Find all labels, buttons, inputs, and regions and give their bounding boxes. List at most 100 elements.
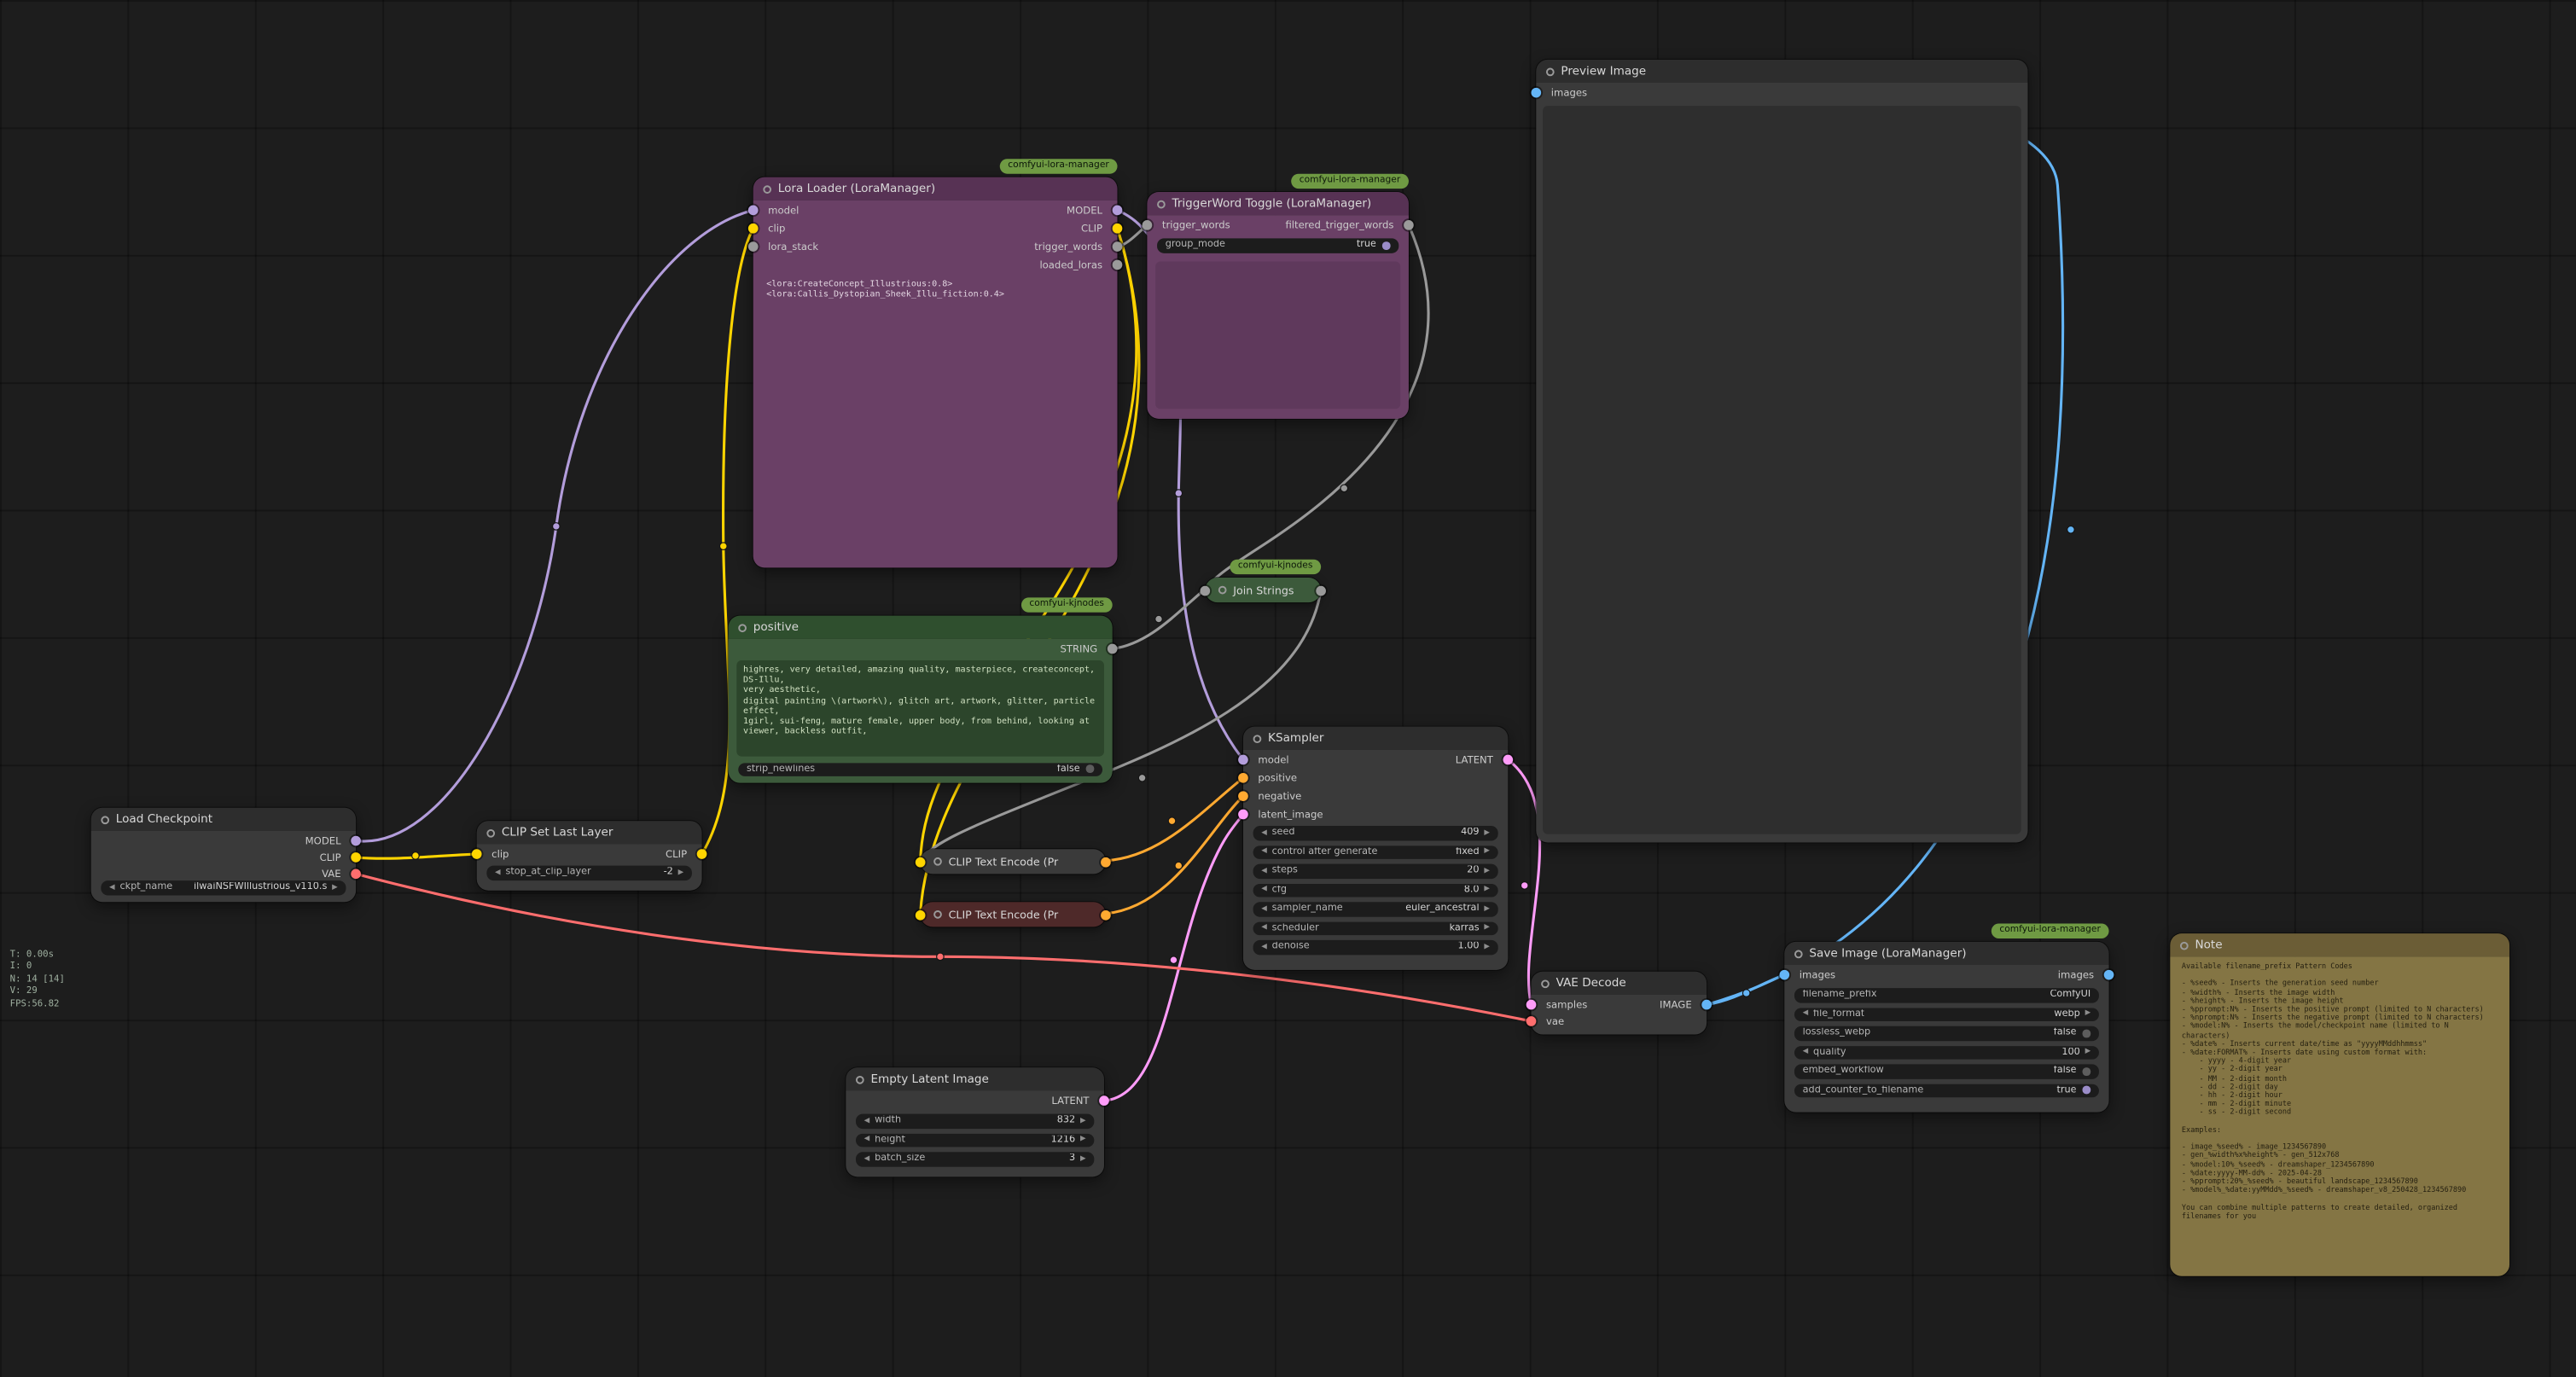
string-port-icon[interactable] (1112, 241, 1123, 252)
increment-arrow-icon[interactable]: ▶ (332, 883, 338, 892)
increment-arrow-icon[interactable]: ▶ (1484, 904, 1490, 914)
toggle-dot-icon[interactable] (1086, 765, 1095, 774)
output-slot-model[interactable]: MODEL (305, 833, 361, 849)
widget-ckpt-name[interactable]: ◀ ckpt_name ilwaiNSFWIllustrious_v110.s … (101, 880, 346, 895)
node-positive-prompt[interactable]: comfyui-kjnodes positive STRING highres,… (728, 597, 1118, 783)
loras-port-icon[interactable] (1112, 259, 1123, 270)
input-slot-negative[interactable]: negative (1238, 787, 1301, 804)
input-slot-latent-image[interactable]: latent_image (1238, 806, 1323, 822)
widget-filename-prefix[interactable]: filename_prefix ComfyUI (1794, 988, 2099, 1002)
node-ksampler[interactable]: KSampler model positive negative latent_… (1238, 726, 1514, 970)
model-port-icon[interactable] (1112, 205, 1123, 216)
increment-arrow-icon[interactable]: ▶ (1484, 943, 1490, 952)
widget-seed[interactable]: ◀ seed 409 ▶ (1253, 826, 1498, 840)
vae-port-icon[interactable] (1526, 1016, 1537, 1026)
widget-stop-at-clip-layer[interactable]: ◀ stop_at_clip_layer -2 ▶ (486, 865, 692, 880)
decrement-arrow-icon[interactable]: ◀ (1261, 924, 1267, 933)
widget-add-counter-to-filename[interactable]: add_counter_to_filename true (1794, 1083, 2099, 1098)
clip-port-icon[interactable] (696, 849, 707, 859)
positive-prompt-title-bar[interactable]: positive (728, 615, 1113, 639)
latent-port-icon[interactable] (1238, 809, 1248, 820)
decrement-arrow-icon[interactable]: ◀ (109, 883, 115, 892)
input-slot-vae[interactable]: vae (1526, 1013, 1564, 1029)
clip-set-last-layer-title-bar[interactable]: CLIP Set Last Layer (476, 821, 702, 845)
conditioning-port-icon[interactable] (1238, 791, 1248, 801)
collapse-dot-icon[interactable] (763, 184, 772, 194)
increment-arrow-icon[interactable]: ▶ (1484, 924, 1490, 933)
widget-sampler-name[interactable]: ◀ sampler_name euler_ancestral ▶ (1253, 902, 1498, 916)
collapse-dot-icon[interactable] (486, 828, 496, 837)
preview-image-title-bar[interactable]: Preview Image (1536, 59, 2028, 83)
collapsed-input-port-icon[interactable] (915, 856, 926, 867)
output-slot-clip[interactable]: CLIP (1081, 220, 1123, 236)
clip-port-icon[interactable] (747, 223, 759, 234)
widget-embed-workflow[interactable]: embed_workflow false (1794, 1064, 2099, 1078)
collapse-dot-icon[interactable] (1157, 199, 1166, 208)
decrement-arrow-icon[interactable]: ◀ (1802, 1048, 1809, 1057)
widget-lossless-webp[interactable]: lossless_webp false (1794, 1025, 2099, 1041)
increment-arrow-icon[interactable]: ▶ (677, 869, 684, 877)
load-checkpoint-title-bar[interactable]: Load Checkpoint (90, 807, 357, 831)
node-triggerword-toggle[interactable]: comfyui-lora-manager TriggerWord Toggle … (1142, 173, 1414, 419)
empty-latent-title-bar[interactable]: Empty Latent Image (846, 1067, 1104, 1091)
decrement-arrow-icon[interactable]: ◀ (1261, 943, 1267, 952)
note-title-bar[interactable]: Note (2170, 933, 2510, 957)
output-slot-clip[interactable]: CLIP (666, 845, 707, 862)
collapse-dot-icon[interactable] (738, 623, 747, 632)
widget-batch-size[interactable]: ◀ batch_size 3 ▶ (855, 1152, 1095, 1166)
increment-arrow-icon[interactable]: ▶ (1484, 867, 1490, 875)
model-port-icon[interactable] (1238, 754, 1248, 765)
increment-arrow-icon[interactable]: ▶ (1080, 1117, 1086, 1125)
widget-strip-newlines[interactable]: strip_newlines false (738, 762, 1103, 776)
collapsed-output-port-icon[interactable] (1101, 856, 1111, 867)
output-slot-loaded-loras[interactable]: loaded_loras (1039, 257, 1123, 273)
decrement-arrow-icon[interactable]: ◀ (1261, 904, 1267, 914)
output-slot-clip[interactable]: CLIP (320, 849, 361, 865)
save-image-title-bar[interactable]: Save Image (LoraManager) (1784, 941, 2109, 966)
decrement-arrow-icon[interactable]: ◀ (495, 869, 501, 877)
lora-loader-title-bar[interactable]: Lora Loader (LoraManager) (753, 177, 1118, 200)
collapse-dot-icon[interactable] (1794, 949, 1803, 958)
output-slot-filtered-trigger-words[interactable]: filtered_trigger_words (1285, 217, 1414, 233)
decrement-arrow-icon[interactable]: ◀ (1261, 847, 1267, 857)
prompt-text-area[interactable]: highres, very detailed, amazing quality,… (736, 660, 1104, 757)
node-note[interactable]: Note Available filename_prefix Pattern C… (2170, 933, 2510, 1276)
input-slot-clip[interactable]: clip (747, 220, 785, 236)
input-slot-positive[interactable]: positive (1238, 770, 1297, 786)
node-vae-decode[interactable]: VAE Decode samples vae IMAGE (1526, 971, 1712, 1035)
clip-port-icon[interactable] (471, 849, 482, 859)
collapse-dot-icon[interactable] (855, 1075, 864, 1084)
input-slot-images[interactable]: images (1779, 967, 1835, 983)
increment-arrow-icon[interactable]: ▶ (1484, 886, 1490, 895)
decrement-arrow-icon[interactable]: ◀ (1261, 886, 1267, 895)
lora-syntax-text[interactable]: <lora:CreateConcept_Illustrious:0.8> <lo… (766, 279, 1004, 300)
input-slot-lora-stack[interactable]: lora_stack (747, 238, 818, 254)
decrement-arrow-icon[interactable]: ◀ (1802, 1009, 1809, 1019)
vae-port-icon[interactable] (351, 869, 361, 880)
increment-arrow-icon[interactable]: ▶ (2085, 1009, 2091, 1019)
widget-scheduler[interactable]: ◀ scheduler karras ▶ (1253, 921, 1498, 936)
collapse-dot-icon[interactable] (933, 910, 942, 919)
toggle-dot-icon[interactable] (2083, 1067, 2091, 1076)
increment-arrow-icon[interactable]: ▶ (1484, 828, 1490, 838)
node-clip-text-encode-positive[interactable]: CLIP Text Encode (Pr (915, 849, 1111, 874)
collapsed-output-port-icon[interactable] (1316, 584, 1326, 596)
toggle-dot-icon[interactable] (1382, 241, 1391, 250)
collapse-dot-icon[interactable] (2179, 940, 2189, 950)
model-port-icon[interactable] (747, 205, 759, 216)
node-save-image[interactable]: comfyui-lora-manager Save Image (LoraMan… (1779, 923, 2114, 1113)
node-preview-image[interactable]: Preview Image images (1531, 59, 2028, 843)
input-slot-samples[interactable]: samples (1526, 996, 1587, 1013)
collapsed-input-port-icon[interactable] (915, 909, 926, 920)
clip-port-icon[interactable] (351, 852, 361, 863)
input-slot-trigger-words[interactable]: trigger_words (1142, 217, 1230, 233)
collapse-dot-icon[interactable] (1545, 67, 1555, 76)
latent-port-icon[interactable] (1099, 1095, 1109, 1106)
increment-arrow-icon[interactable]: ▶ (1484, 847, 1490, 857)
collapse-dot-icon[interactable] (933, 857, 942, 866)
string-port-icon[interactable] (1404, 220, 1414, 230)
widget-width[interactable]: ◀ width 832 ▶ (855, 1113, 1095, 1129)
output-slot-string[interactable]: STRING (1060, 641, 1118, 657)
string-port-icon[interactable] (1107, 643, 1118, 654)
